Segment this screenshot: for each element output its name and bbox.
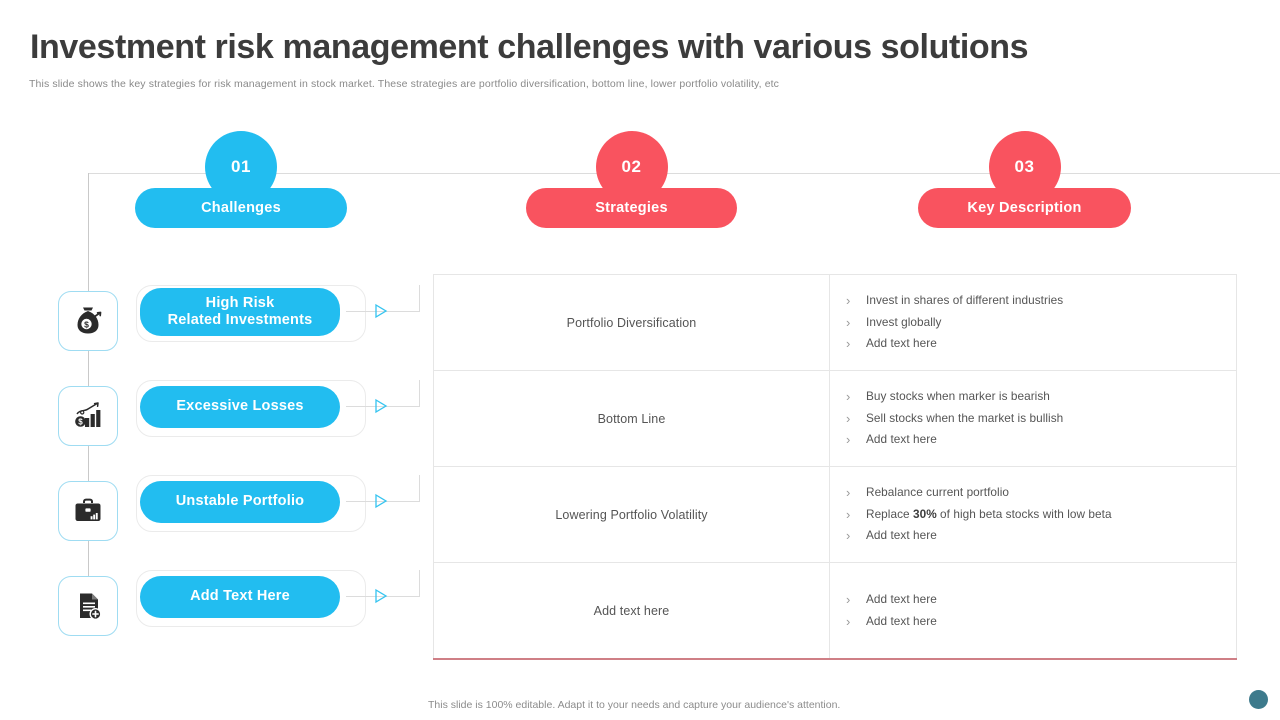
table-row[interactable]: Bottom Line Buy stocks when marker is be…	[433, 370, 1237, 467]
table-row[interactable]: Lowering Portfolio Volatility Rebalance …	[433, 466, 1237, 563]
row-arrow-icon	[374, 588, 388, 609]
list-item: Invest globally	[844, 311, 1236, 335]
challenge-label-4[interactable]: Add Text Here	[140, 576, 340, 618]
list-item: Add text here	[844, 588, 1236, 612]
description-cell: Add text here Add text here	[829, 562, 1237, 660]
briefcase-icon	[58, 481, 118, 541]
svg-text:$: $	[84, 319, 89, 329]
page-subtitle: This slide shows the key strategies for …	[29, 78, 780, 90]
column-header-label-2: Strategies	[526, 188, 737, 228]
challenge-label-2[interactable]: Excessive Losses	[140, 386, 340, 428]
list-item-post: of high beta stocks with low beta	[936, 506, 1112, 521]
page-title: Investment risk management challenges wi…	[30, 28, 1029, 66]
column-header-label-1: Challenges	[135, 188, 347, 228]
table-row[interactable]: Portfolio Diversification Invest in shar…	[433, 274, 1237, 371]
bar-chart-growth-icon: $	[58, 386, 118, 446]
row-connector-line	[346, 570, 420, 597]
challenge-label-3[interactable]: Unstable Portfolio	[140, 481, 340, 523]
row-connector-line	[346, 380, 420, 407]
list-item-rich: Replace 30% of high beta stocks with low…	[844, 503, 1236, 527]
list-item-pre: Replace	[866, 506, 913, 521]
svg-text:$: $	[78, 418, 83, 427]
row-connector-line	[346, 285, 420, 312]
top-horizontal-rule	[88, 173, 1280, 174]
list-item: Sell stocks when the market is bullish	[844, 407, 1236, 431]
description-cell: Buy stocks when marker is bearish Sell s…	[829, 370, 1237, 467]
bullet-list: Rebalance current portfolio Replace 30% …	[844, 481, 1236, 548]
list-item: Invest in shares of different industries	[844, 289, 1236, 313]
list-item-highlight: 30%	[912, 506, 937, 521]
bullet-list: Invest in shares of different industries…	[844, 289, 1236, 356]
money-bag-icon: $	[58, 291, 118, 351]
table-row[interactable]: Add text here Add text here Add text her…	[433, 562, 1237, 660]
bullet-list: Add text here Add text here	[844, 588, 1236, 634]
column-header-label-3: Key Description	[918, 188, 1131, 228]
list-item: Rebalance current portfolio	[844, 481, 1236, 505]
row-arrow-icon	[374, 303, 388, 324]
description-cell: Invest in shares of different industries…	[829, 274, 1237, 371]
footer-note: This slide is 100% editable. Adapt it to…	[428, 699, 841, 711]
strategy-cell: Add text here	[433, 562, 830, 660]
list-item: Add text here	[844, 609, 1236, 633]
document-add-icon	[58, 576, 118, 636]
row-connector-line	[346, 475, 420, 502]
strategies-matrix-table: Portfolio Diversification Invest in shar…	[433, 274, 1237, 660]
strategy-cell: Portfolio Diversification	[433, 274, 830, 371]
challenge-label-line2: Related Investments	[167, 312, 313, 328]
row-arrow-icon	[374, 398, 388, 419]
description-cell: Rebalance current portfolio Replace 30% …	[829, 466, 1237, 563]
strategy-cell: Bottom Line	[433, 370, 830, 467]
corner-dot-decoration	[1249, 690, 1268, 709]
list-item: Add text here	[844, 524, 1236, 548]
list-item: Add text here	[844, 332, 1236, 356]
list-item: Buy stocks when marker is bearish	[844, 385, 1236, 409]
challenge-label-line1: High Risk	[205, 294, 275, 311]
strategy-cell: Lowering Portfolio Volatility	[433, 466, 830, 563]
list-item: Add text here	[844, 428, 1236, 452]
bullet-list: Buy stocks when marker is bearish Sell s…	[844, 385, 1236, 452]
row-arrow-icon	[374, 493, 388, 514]
